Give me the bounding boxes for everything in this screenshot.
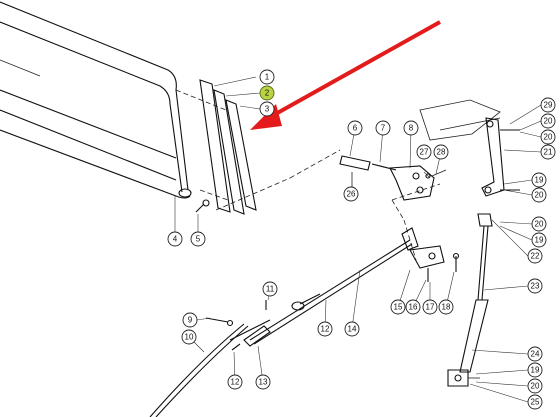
- svg-text:26: 26: [347, 190, 356, 199]
- pins-and-lever: [339, 155, 447, 201]
- svg-text:14: 14: [348, 325, 357, 334]
- callout-25: 25: [527, 394, 543, 410]
- cable-assembly: [149, 317, 249, 417]
- leader-lines: [174, 76, 542, 403]
- svg-text:23: 23: [531, 282, 540, 291]
- svg-text:17: 17: [426, 303, 435, 312]
- svg-text:20: 20: [531, 382, 540, 391]
- gas-strut: [447, 213, 493, 387]
- svg-text:3: 3: [265, 105, 270, 114]
- callout-8: 8: [403, 120, 419, 136]
- svg-text:5: 5: [196, 235, 201, 244]
- callout-20-c: 20: [531, 187, 547, 203]
- callout-29: 29: [540, 97, 556, 113]
- callout-26: 26: [343, 186, 359, 202]
- screw-5: [195, 199, 210, 213]
- svg-text:28: 28: [437, 148, 446, 157]
- svg-text:18: 18: [442, 303, 451, 312]
- callout-17: 17: [422, 299, 438, 315]
- callout-20-e: 20: [527, 378, 543, 394]
- callout-3: 3: [259, 101, 275, 117]
- callout-2-highlighted: 2: [259, 85, 275, 101]
- svg-text:19: 19: [531, 366, 540, 375]
- svg-text:12: 12: [321, 325, 330, 334]
- svg-text:10: 10: [185, 333, 194, 342]
- svg-text:1: 1: [265, 73, 270, 82]
- svg-text:12: 12: [231, 378, 240, 387]
- callout-9: 9: [182, 312, 198, 328]
- callout-5: 5: [190, 231, 206, 247]
- callout-23: 23: [527, 278, 543, 294]
- callout-15: 15: [390, 299, 406, 315]
- callout-20-b: 20: [540, 129, 556, 145]
- callout-21: 21: [540, 144, 556, 160]
- callout-19-c: 19: [527, 362, 543, 378]
- callout-27: 27: [416, 144, 432, 160]
- svg-text:20: 20: [544, 117, 553, 126]
- panel-assembly: [0, 1, 229, 201]
- callout-10: 10: [181, 329, 197, 345]
- red-pointer-arrow: [250, 20, 441, 130]
- svg-text:19: 19: [535, 176, 544, 185]
- svg-text:8: 8: [409, 124, 414, 133]
- seal-strips: [199, 79, 291, 215]
- callout-19-a: 19: [531, 172, 547, 188]
- callout-7: 7: [375, 120, 391, 136]
- callout-20-d: 20: [531, 216, 547, 232]
- svg-text:6: 6: [353, 124, 358, 133]
- callout-18: 18: [438, 299, 454, 315]
- svg-text:11: 11: [266, 285, 275, 294]
- svg-text:16: 16: [409, 303, 418, 312]
- callout-13: 13: [255, 374, 271, 390]
- svg-text:4: 4: [173, 235, 178, 244]
- callout-28: 28: [433, 144, 449, 160]
- callout-24: 24: [527, 346, 543, 362]
- svg-text:21: 21: [544, 148, 553, 157]
- assembly-boundary: [289, 149, 441, 261]
- svg-text:7: 7: [381, 124, 386, 133]
- svg-text:29: 29: [544, 101, 553, 110]
- callout-12-a: 12: [317, 321, 333, 337]
- callout-19-b: 19: [531, 232, 547, 248]
- callout-6: 6: [347, 120, 363, 136]
- svg-text:20: 20: [544, 133, 553, 142]
- svg-text:2: 2: [265, 89, 270, 98]
- callout-1: 1: [259, 69, 275, 85]
- svg-text:19: 19: [535, 236, 544, 245]
- callout-14: 14: [344, 321, 360, 337]
- callout-20-top: 20: [540, 113, 556, 129]
- svg-text:9: 9: [188, 316, 193, 325]
- callout-12-b: 12: [227, 374, 243, 390]
- callout-22: 22: [527, 248, 543, 264]
- svg-text:24: 24: [531, 350, 540, 359]
- upper-right-bracket: [419, 99, 520, 197]
- svg-text:13: 13: [259, 378, 268, 387]
- callout-11: 11: [262, 281, 278, 297]
- control-rod-assembly: [229, 227, 460, 351]
- callout-4: 4: [167, 231, 183, 247]
- svg-text:25: 25: [531, 398, 540, 407]
- svg-text:20: 20: [535, 191, 544, 200]
- callout-16: 16: [405, 299, 421, 315]
- svg-text:22: 22: [531, 252, 540, 261]
- svg-text:20: 20: [535, 220, 544, 229]
- svg-text:15: 15: [394, 303, 403, 312]
- svg-text:27: 27: [420, 148, 429, 157]
